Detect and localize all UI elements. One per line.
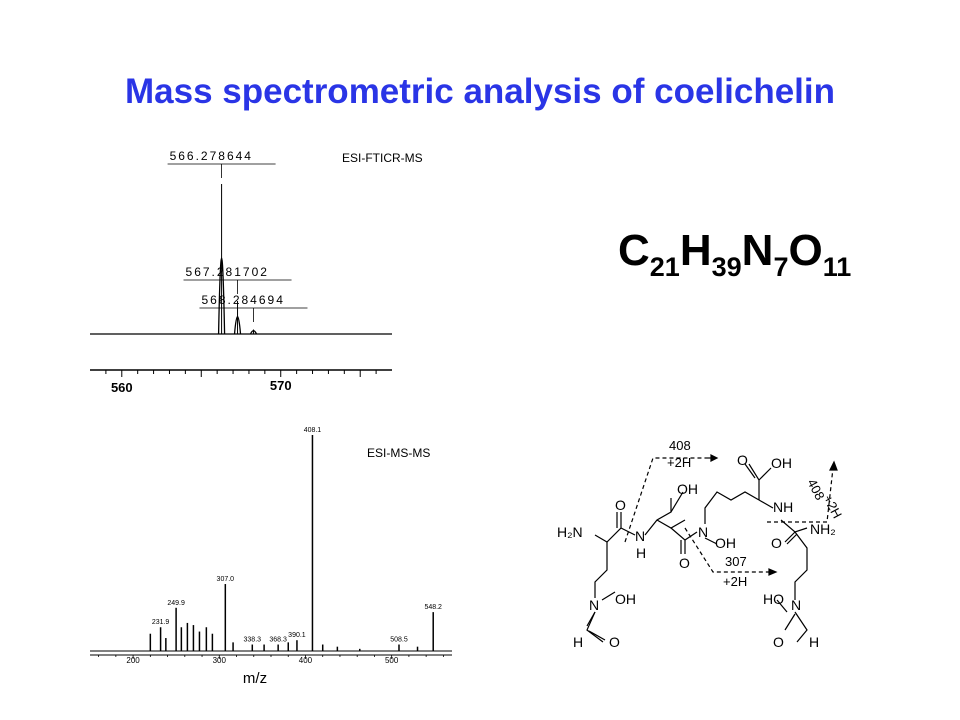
bond bbox=[704, 491, 760, 524]
fragment-cleavage-line bbox=[767, 467, 834, 523]
atom-label: O bbox=[615, 497, 626, 513]
msms-peak-label: 231.9 bbox=[152, 619, 170, 626]
fragment-delta: +2H bbox=[667, 455, 691, 470]
msms-peak-label: 338.3 bbox=[244, 637, 262, 644]
fticr-peak-label: 568.284694 bbox=[201, 293, 284, 307]
formula-count: 39 bbox=[711, 252, 742, 282]
atom-label: H₂N bbox=[557, 524, 583, 540]
bond bbox=[776, 599, 788, 613]
arrow-head bbox=[710, 454, 719, 462]
bond bbox=[794, 611, 808, 643]
atom-label: OH bbox=[677, 481, 698, 497]
bond bbox=[670, 527, 686, 554]
msms-tick-label: 500 bbox=[385, 656, 399, 665]
slide-title: Mass spectrometric analysis of coelichel… bbox=[124, 72, 835, 111]
fticr-tick-label: 560 bbox=[111, 380, 133, 395]
bond bbox=[744, 463, 756, 479]
bond bbox=[758, 467, 772, 481]
atom-label: O bbox=[609, 634, 620, 650]
msms-chart-title: ESI-MS-MS bbox=[367, 446, 430, 460]
bond bbox=[644, 498, 672, 536]
formula-element: N bbox=[741, 226, 774, 275]
fticr-tick-label: 570 bbox=[270, 378, 292, 393]
formula-count: 11 bbox=[822, 252, 852, 282]
atom-label: OH bbox=[771, 455, 792, 471]
atom-label: N bbox=[791, 597, 801, 613]
atom-label: N bbox=[698, 524, 708, 540]
fragment-delta: +2H bbox=[723, 574, 747, 589]
bond bbox=[786, 533, 798, 545]
bond bbox=[588, 630, 606, 641]
coelichelin-structure: H₂N O N H OH O N OH N OH H O O OH NH O N… bbox=[557, 438, 845, 650]
msms-peak-label: 249.9 bbox=[167, 600, 185, 607]
msms-tick-label: 200 bbox=[126, 656, 140, 665]
msms-tick-label: 300 bbox=[213, 656, 227, 665]
arrow-head bbox=[768, 568, 778, 576]
msms-tick-label: 400 bbox=[299, 656, 313, 665]
fragment-cleavage-line bbox=[624, 457, 705, 543]
fticr-peak-label: 566.278644 bbox=[170, 149, 253, 163]
atom-label: N bbox=[635, 528, 645, 544]
bond bbox=[704, 537, 718, 545]
bond bbox=[784, 613, 796, 631]
msms-peak-label: 548.2 bbox=[424, 604, 442, 611]
atom-label: O bbox=[773, 634, 784, 650]
bond bbox=[794, 531, 808, 600]
atom-label: H bbox=[573, 634, 583, 650]
fticr-axis bbox=[90, 333, 392, 377]
fticr-peak-labels: 566.278644 567.281702 568.284694 bbox=[167, 149, 308, 322]
arrow-head bbox=[829, 460, 838, 471]
atom-label: H bbox=[636, 545, 646, 561]
atom-label: O bbox=[679, 555, 690, 571]
bond bbox=[594, 512, 622, 543]
bond bbox=[670, 491, 684, 513]
msms-peak-label: 368.3 bbox=[269, 637, 287, 644]
atom-label: OH bbox=[715, 535, 736, 551]
atom-label: O bbox=[737, 452, 748, 468]
msms-peak-label: 508.5 bbox=[390, 637, 408, 644]
fragment-delta: +2H bbox=[820, 492, 845, 520]
atom-label: NH bbox=[773, 499, 793, 515]
fragment-cleavage-line bbox=[684, 527, 773, 573]
formula-count: 21 bbox=[649, 252, 680, 282]
atom-label: NH₂ bbox=[810, 521, 836, 537]
bond bbox=[586, 611, 596, 627]
atom-label: OH bbox=[615, 591, 636, 607]
fticr-peak-label: 567.281702 bbox=[186, 265, 269, 279]
msms-x-axis-label: m/z bbox=[243, 670, 267, 687]
msms-peaks bbox=[149, 435, 434, 651]
bond bbox=[586, 611, 604, 643]
formula-element: H bbox=[679, 226, 712, 275]
fragment-mass: 408 bbox=[669, 438, 691, 453]
formula-element: O bbox=[788, 226, 823, 275]
molecular-formula: C21H39N7O11 bbox=[618, 226, 851, 281]
atom-label: N bbox=[589, 597, 599, 613]
formula-count: 7 bbox=[773, 252, 789, 282]
atom-label: H bbox=[809, 634, 819, 650]
bond bbox=[684, 531, 698, 541]
bond bbox=[758, 499, 774, 509]
bond bbox=[656, 519, 686, 529]
formula-element: C bbox=[618, 226, 650, 275]
atom-label: HO bbox=[763, 591, 784, 607]
bond bbox=[594, 542, 608, 598]
fticr-ms-spectrum: 566.278644 567.281702 568.284694 ESI-FTICR… bbox=[90, 149, 423, 395]
fticr-chart-title: ESI-FTICR-MS bbox=[342, 151, 423, 165]
atom-label: O bbox=[771, 535, 782, 551]
msms-peak-label: 307.0 bbox=[217, 576, 235, 583]
fticr-peaks bbox=[217, 184, 258, 335]
bond bbox=[601, 591, 616, 601]
msms-peak-label: 408.1 bbox=[304, 427, 322, 434]
msms-peak-label: 390.1 bbox=[288, 632, 306, 639]
fragment-mass: 307 bbox=[725, 554, 747, 569]
bond bbox=[784, 531, 796, 543]
